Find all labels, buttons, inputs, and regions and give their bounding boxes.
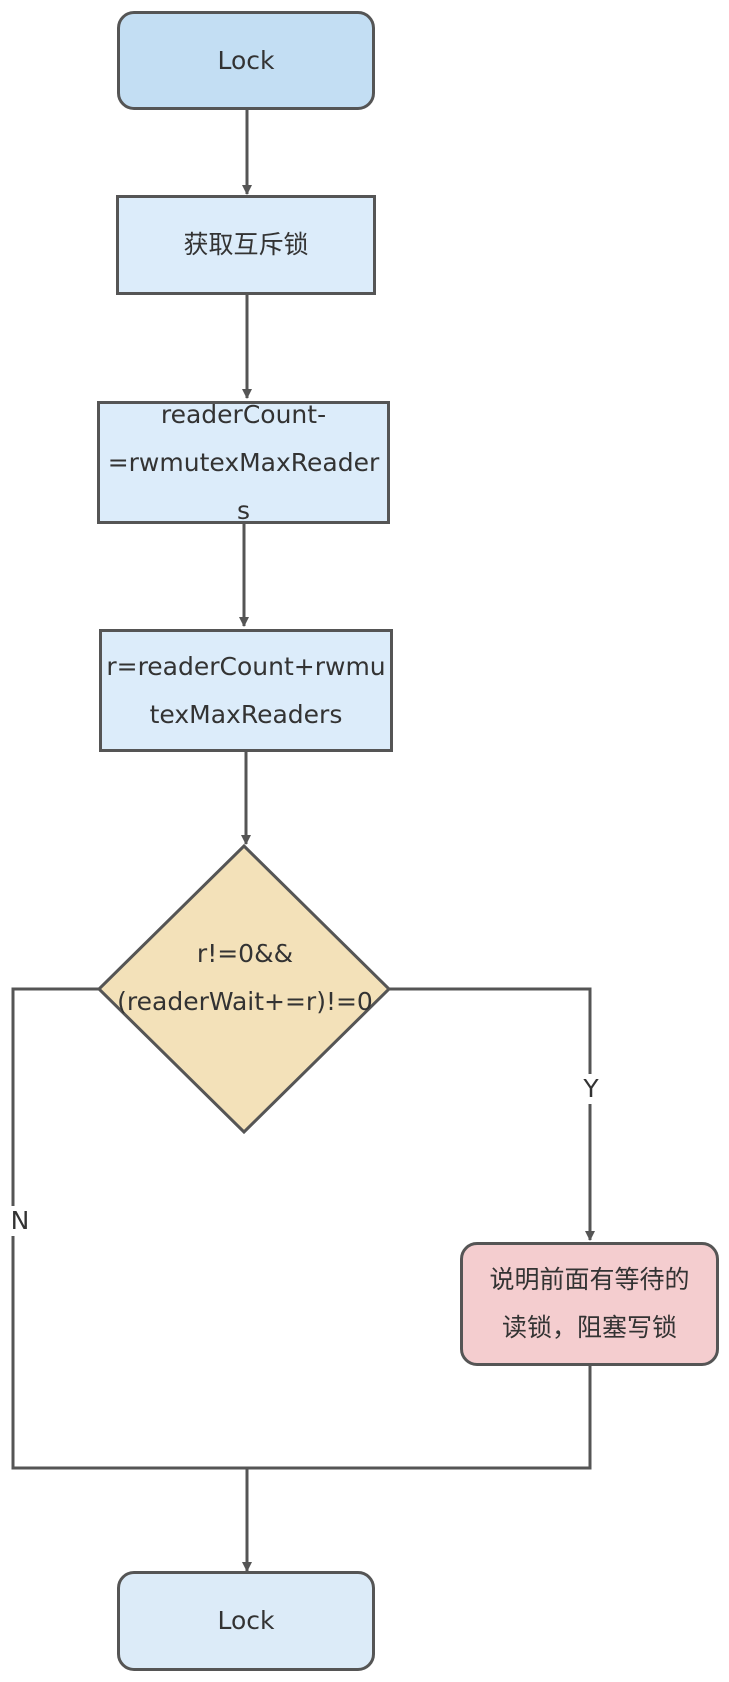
blocked-note-label: 说明前面有等待的 读锁，阻塞写锁 bbox=[489, 1265, 690, 1342]
blocked-note-node: 说明前面有等待的 读锁，阻塞写锁 bbox=[460, 1242, 719, 1366]
end-node-label: Lock bbox=[217, 1606, 275, 1635]
arrow-no-branch bbox=[11, 987, 592, 1470]
decision-diamond bbox=[96, 843, 392, 1135]
start-node: Lock bbox=[117, 11, 375, 110]
arrow-yes-branch bbox=[389, 987, 595, 1241]
decision-label: r!=0&& (readerWait+=r)!=0 bbox=[117, 939, 373, 1016]
yes-branch-label: Y bbox=[578, 1074, 604, 1104]
acquire-mutex-node: 获取互斥锁 bbox=[116, 195, 376, 295]
start-node-label: Lock bbox=[217, 45, 275, 75]
acquire-mutex-label: 获取互斥锁 bbox=[183, 230, 309, 259]
reader-count-label: readerCount- =rwmutexMaxReader s bbox=[107, 399, 380, 525]
end-node: Lock bbox=[117, 1571, 375, 1671]
r-assign-label: r=readerCount+rwmu texMaxReaders bbox=[106, 651, 386, 729]
no-branch-label: N bbox=[8, 1206, 32, 1236]
r-assign-node: r=readerCount+rwmu texMaxReaders bbox=[99, 629, 393, 752]
reader-count-node: readerCount- =rwmutexMaxReader s bbox=[97, 400, 390, 525]
